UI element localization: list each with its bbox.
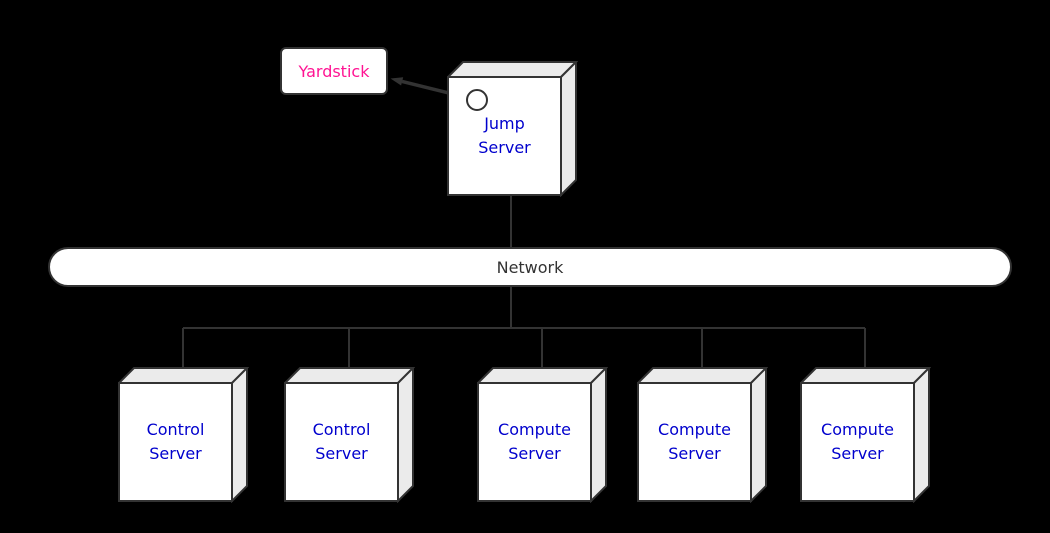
server-label: Compute Server: [658, 420, 731, 463]
server-label: Control Server: [312, 420, 371, 463]
box3d-top-face: [800, 367, 931, 384]
box3d-shape: [800, 367, 931, 503]
port-circle-icon: [466, 89, 488, 111]
node-jump-server: Jump Server: [447, 61, 578, 197]
box3d-side-face: [750, 367, 767, 503]
box3d-top-face: [447, 61, 578, 78]
box3d-top-face: [118, 367, 249, 384]
box3d-side-face: [560, 61, 577, 197]
node-yardstick: Yardstick: [280, 47, 388, 95]
box3d-front-face: [637, 382, 752, 502]
yardstick-label: Yardstick: [298, 61, 370, 81]
box3d-shape: [637, 367, 768, 503]
node-network: Network: [48, 247, 1012, 287]
yardstick-arrowhead-icon: [390, 77, 404, 86]
server-label: Compute Server: [498, 420, 571, 463]
box3d-shape: [118, 367, 249, 503]
node-control-server-1: Control Server: [118, 367, 249, 503]
box3d-shape: [447, 61, 578, 197]
box3d-side-face: [397, 367, 414, 503]
node-compute-server-1: Compute Server: [477, 367, 608, 503]
box3d-side-face: [913, 367, 930, 503]
box3d-front-face: [118, 382, 233, 502]
jump-server-label: Jump Server: [478, 114, 531, 157]
box3d-side-face: [590, 367, 607, 503]
node-control-server-2: Control Server: [284, 367, 415, 503]
network-label: Network: [496, 257, 564, 277]
server-label: Control Server: [146, 420, 205, 463]
box3d-side-face: [231, 367, 248, 503]
server-label: Compute Server: [821, 420, 894, 463]
box3d-front-face: [800, 382, 915, 502]
box3d-front-face: [477, 382, 592, 502]
node-compute-server-2: Compute Server: [637, 367, 768, 503]
box3d-shape: [284, 367, 415, 503]
box3d-top-face: [477, 367, 608, 384]
box3d-front-face: [284, 382, 399, 502]
node-compute-server-3: Compute Server: [800, 367, 931, 503]
box3d-top-face: [637, 367, 768, 384]
box3d-top-face: [284, 367, 415, 384]
box3d-shape: [477, 367, 608, 503]
